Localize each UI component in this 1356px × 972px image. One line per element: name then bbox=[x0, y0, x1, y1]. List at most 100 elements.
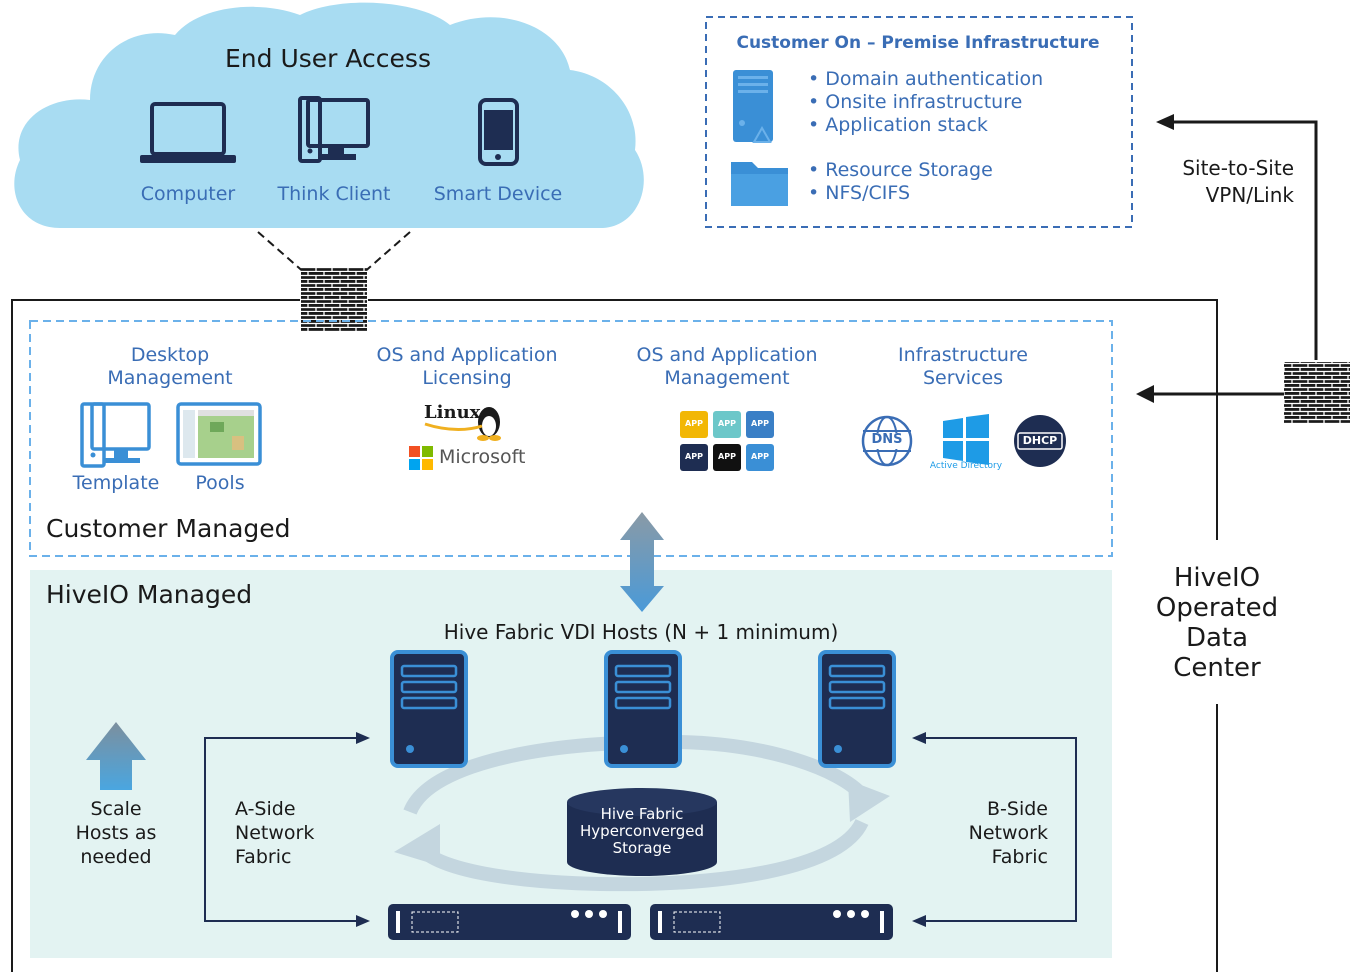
network-switch-b bbox=[650, 904, 893, 940]
cloud-link-left bbox=[257, 231, 307, 275]
title-line: Management bbox=[664, 367, 790, 389]
microsoft-label: Microsoft bbox=[439, 446, 526, 468]
bullet-item: • Application stack bbox=[808, 114, 988, 136]
template-label: Template bbox=[72, 472, 160, 494]
desktop-management-title: Desktop Management bbox=[80, 344, 260, 390]
app-tile bbox=[713, 444, 741, 471]
label-line: B-Side bbox=[987, 798, 1048, 820]
infrastructure-title: Infrastructure Services bbox=[873, 344, 1053, 390]
vpn-firewall-icon bbox=[1284, 362, 1350, 424]
title-line: OS and Application bbox=[376, 344, 558, 366]
onprem-title: Customer On – Premise Infrastructure bbox=[736, 33, 1100, 53]
app-tile bbox=[746, 411, 774, 438]
dhcp-label: DHCP bbox=[1022, 434, 1058, 447]
folder-icon bbox=[731, 162, 788, 206]
label-line: Network bbox=[235, 822, 315, 844]
label-line: Operated bbox=[1155, 593, 1279, 623]
device-label-computer: Computer bbox=[140, 183, 236, 205]
vpn-label: Site-to-Site VPN/Link bbox=[1150, 155, 1294, 209]
app-tile-label: APP bbox=[685, 419, 703, 428]
bullet-item: • Domain authentication bbox=[808, 68, 1044, 90]
cloud-title: End User Access bbox=[225, 44, 431, 73]
smartphone-icon bbox=[478, 98, 519, 166]
network-switch-a bbox=[388, 904, 631, 940]
active-directory-label: Active Directory bbox=[929, 461, 1003, 471]
a-side-network-lines bbox=[204, 732, 370, 927]
label-line: Scale bbox=[90, 798, 142, 820]
dhcp-icon bbox=[1014, 415, 1066, 467]
app-tile-label: APP bbox=[718, 419, 736, 428]
title-line: Services bbox=[922, 367, 1004, 389]
linux-tux-icon bbox=[424, 407, 501, 441]
vdi-server-2 bbox=[604, 650, 682, 768]
template-icon bbox=[80, 402, 151, 468]
app-tiles bbox=[680, 411, 774, 471]
storage-cylinder-icon bbox=[567, 788, 717, 876]
bidirectional-arrow bbox=[620, 512, 664, 612]
device-label-thin-client: Think Client bbox=[277, 183, 391, 205]
a-side-label: A-Side Network Fabric bbox=[235, 797, 314, 869]
dns-label: DNS bbox=[871, 432, 903, 447]
app-management-title: OS and Application Management bbox=[612, 344, 842, 390]
label-line: Hyperconverged bbox=[580, 822, 704, 840]
datacenter-frame bbox=[11, 299, 1218, 972]
b-side-network-lines bbox=[912, 732, 1077, 927]
pools-icon bbox=[176, 402, 262, 466]
hiveio-managed-panel bbox=[30, 570, 1112, 958]
onprem-server-bullets: • Domain authentication • Onsite infrast… bbox=[808, 68, 1043, 137]
label-line: Hosts as bbox=[75, 822, 157, 844]
windows-logo-icon bbox=[943, 414, 989, 465]
b-side-label: B-Side Network Fabric bbox=[940, 797, 1048, 869]
vpn-label-line: Site-to-Site bbox=[1182, 156, 1294, 180]
dns-globe-icon bbox=[861, 415, 913, 467]
label-line: Hive Fabric bbox=[600, 805, 684, 823]
datacenter-label: HiveIO Operated Data Center bbox=[1136, 563, 1298, 683]
app-tile-label: APP bbox=[751, 452, 769, 461]
onprem-storage-bullets: • Resource Storage • NFS/CIFS bbox=[808, 159, 993, 205]
label-line: Network bbox=[968, 822, 1048, 844]
customer-managed-label: Customer Managed bbox=[46, 514, 291, 543]
onprem-box bbox=[705, 16, 1133, 228]
firewall-icon bbox=[301, 268, 367, 332]
app-tile bbox=[680, 444, 708, 471]
label-line: needed bbox=[80, 846, 152, 868]
app-tile-label: APP bbox=[718, 452, 736, 461]
label-line: Fabric bbox=[991, 846, 1048, 868]
title-line: OS and Application bbox=[636, 344, 818, 366]
title-line: Desktop bbox=[130, 344, 210, 366]
app-tile-label: APP bbox=[685, 452, 703, 461]
scale-up-arrow bbox=[86, 722, 146, 790]
label-line: Data bbox=[1185, 623, 1249, 653]
bullet-item: • Onsite infrastructure bbox=[808, 91, 1023, 113]
bullet-item: • Resource Storage bbox=[808, 159, 993, 181]
title-line: Management bbox=[107, 367, 233, 389]
scale-label: Scale Hosts as needed bbox=[60, 797, 172, 869]
customer-managed-box bbox=[29, 320, 1113, 557]
vpn-label-line: VPN/Link bbox=[1205, 183, 1294, 207]
label-line: Storage bbox=[612, 839, 672, 857]
vdi-hosts-title: Hive Fabric VDI Hosts (N + 1 minimum) bbox=[443, 620, 839, 644]
end-user-cloud bbox=[14, 2, 644, 229]
licensing-title: OS and Application Licensing bbox=[352, 344, 582, 390]
laptop-icon bbox=[140, 102, 236, 163]
vdi-server-1 bbox=[390, 650, 468, 768]
title-line: Infrastructure bbox=[897, 344, 1028, 366]
label-line: A-Side bbox=[235, 798, 296, 820]
app-tile bbox=[713, 411, 741, 438]
pools-label: Pools bbox=[195, 472, 245, 494]
label-line: Fabric bbox=[235, 846, 292, 868]
cloud-link-right bbox=[361, 231, 411, 275]
onprem-server-icon bbox=[733, 70, 773, 143]
device-label-smart-device: Smart Device bbox=[433, 183, 563, 205]
vdi-server-3 bbox=[818, 650, 896, 768]
storage-label: Hive Fabric Hyperconverged Storage bbox=[567, 806, 717, 857]
label-line: Center bbox=[1173, 653, 1261, 683]
linux-label: Linux bbox=[424, 402, 481, 423]
app-tile-label: APP bbox=[751, 419, 769, 428]
app-tile bbox=[746, 444, 774, 471]
thin-client-icon bbox=[298, 96, 370, 163]
bullet-item: • NFS/CIFS bbox=[808, 182, 911, 204]
app-tile bbox=[680, 411, 708, 438]
microsoft-logo-icon bbox=[409, 446, 433, 470]
